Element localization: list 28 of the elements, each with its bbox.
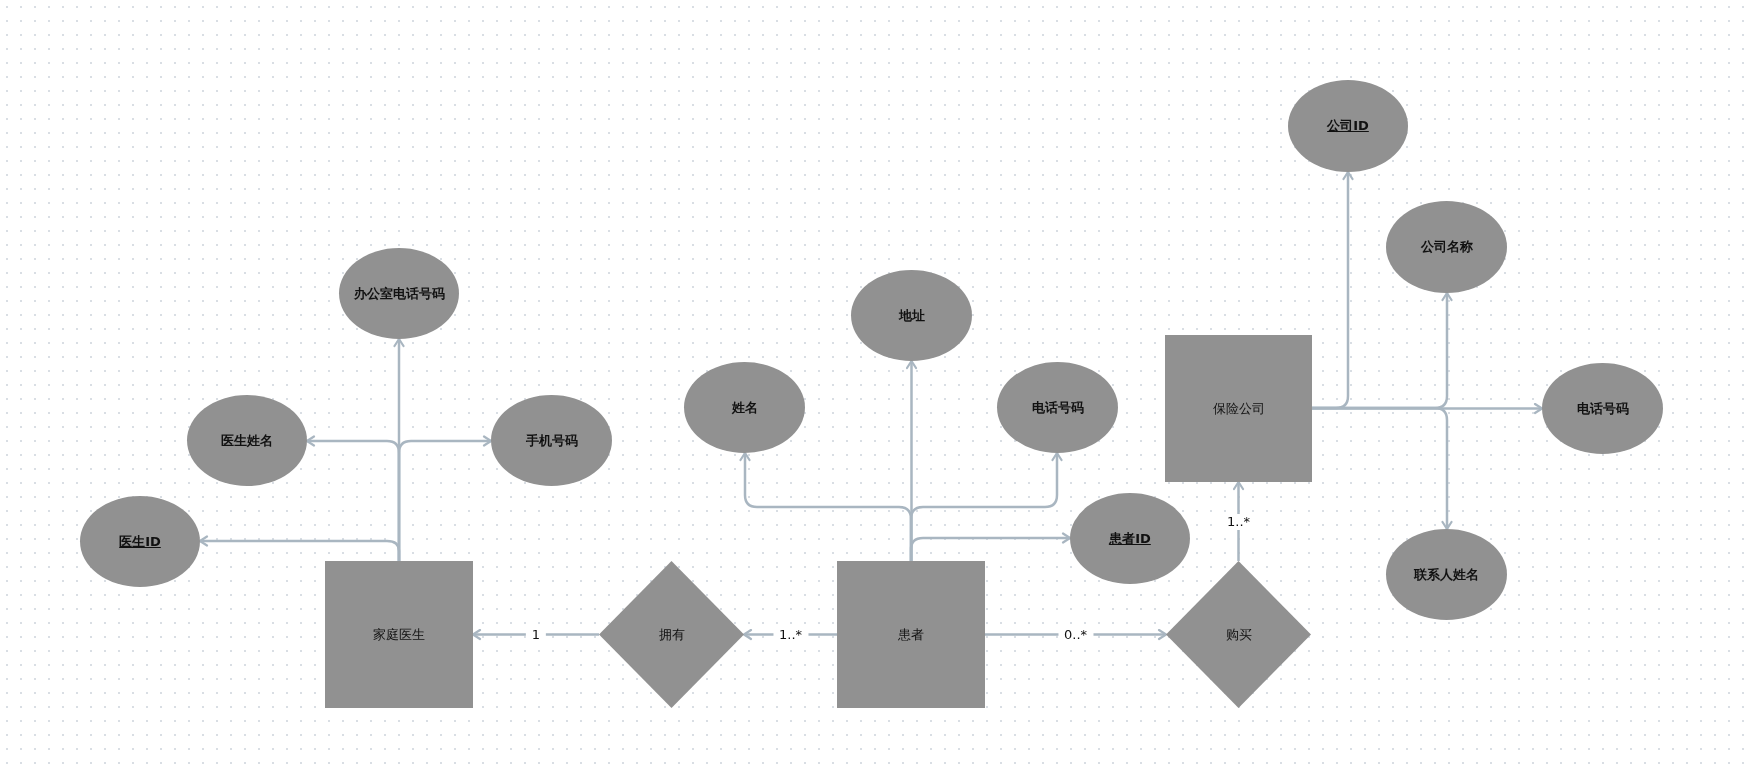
attribute-label: 公司名称	[1420, 238, 1473, 256]
attribute-label: 地址	[898, 306, 925, 325]
arrow	[1312, 402, 1544, 415]
attribute-label: 医生ID	[119, 532, 161, 551]
entity-box	[1165, 335, 1312, 482]
attribute-label: 电话号码	[1031, 398, 1084, 417]
attribute-label: 医生姓名	[221, 431, 273, 450]
entity-box	[325, 561, 473, 708]
edge-label: 1..*	[1221, 513, 1256, 530]
attribute-label: 手机号码	[525, 431, 578, 450]
attribute-label: 患者ID	[1109, 529, 1151, 548]
entity-label: 家庭医生	[373, 625, 425, 644]
arrow	[1312, 406, 1453, 531]
attribute-label: 联系人姓名	[1414, 565, 1479, 584]
entity-label: 保险公司	[1212, 399, 1265, 418]
relationship-diamond	[599, 561, 744, 708]
relationship-label: 购买	[1225, 625, 1252, 644]
attribute-label: 公司ID	[1327, 117, 1369, 135]
arrow	[909, 532, 1072, 561]
arrow	[905, 359, 918, 561]
attribute-label: 姓名	[731, 398, 758, 417]
relationship-diamond	[1166, 561, 1311, 708]
entity-label: 患者	[898, 625, 924, 644]
arrow	[198, 535, 401, 561]
entity-box	[837, 561, 985, 708]
attribute-label: 办公室电话号码	[353, 284, 445, 303]
attribute-label: 电话号码	[1576, 399, 1629, 418]
relationship-label: 拥有	[658, 625, 685, 644]
